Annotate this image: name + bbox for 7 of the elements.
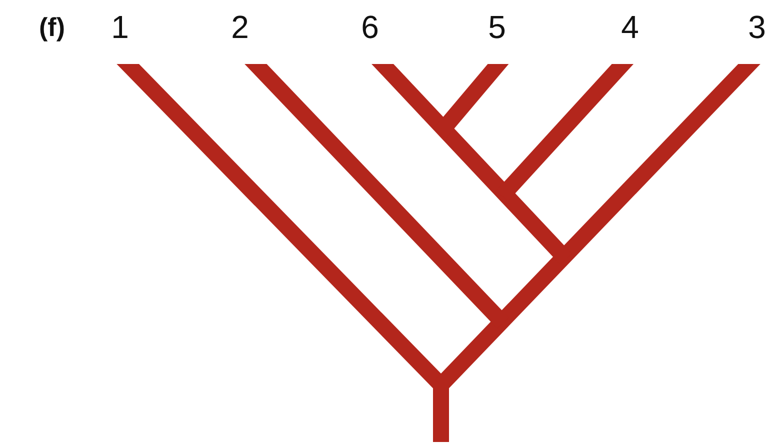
taxon-label: 4 — [621, 8, 639, 46]
panel-label: (f) — [39, 12, 65, 44]
taxon-label: 2 — [231, 8, 249, 46]
taxon-label: 1 — [111, 8, 129, 46]
taxon-label: 5 — [488, 8, 506, 46]
taxon-label: 3 — [748, 8, 766, 46]
taxon-label: 6 — [361, 8, 379, 46]
